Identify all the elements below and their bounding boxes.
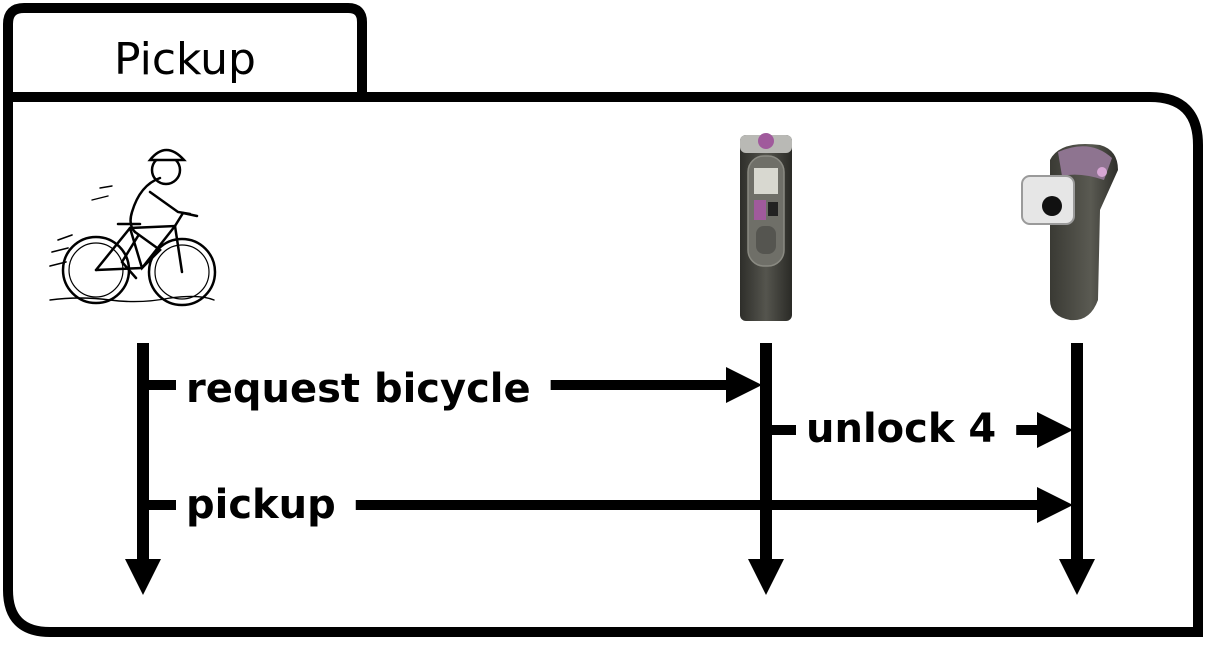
- lifeline-arrowhead-station-terminal: [748, 559, 784, 595]
- messages: request bicycle unlock 4 pickup: [143, 366, 1073, 528]
- lifeline-arrowhead-bike-dock: [1059, 559, 1095, 595]
- docking-point-icon: [1021, 144, 1118, 321]
- message-arrowhead-pickup: [1037, 487, 1073, 523]
- frame-tab: [3, 3, 367, 97]
- frame: Pickup: [3, 3, 1203, 637]
- message-label-request-bicycle: request bicycle: [186, 366, 531, 412]
- message-label-pickup: pickup: [186, 482, 336, 528]
- frame-border: [3, 92, 1203, 637]
- cyclist-icon: [49, 148, 217, 307]
- message-arrowhead-unlock-4: [1037, 412, 1073, 448]
- lifelines: [125, 343, 1095, 595]
- frame-title: Pickup: [114, 34, 256, 85]
- kiosk-terminal-icon: [740, 133, 792, 321]
- lifeline-arrowhead-cyclist: [125, 559, 161, 595]
- message-arrowhead-request-bicycle: [726, 367, 762, 403]
- message-label-unlock-4: unlock 4: [806, 406, 996, 452]
